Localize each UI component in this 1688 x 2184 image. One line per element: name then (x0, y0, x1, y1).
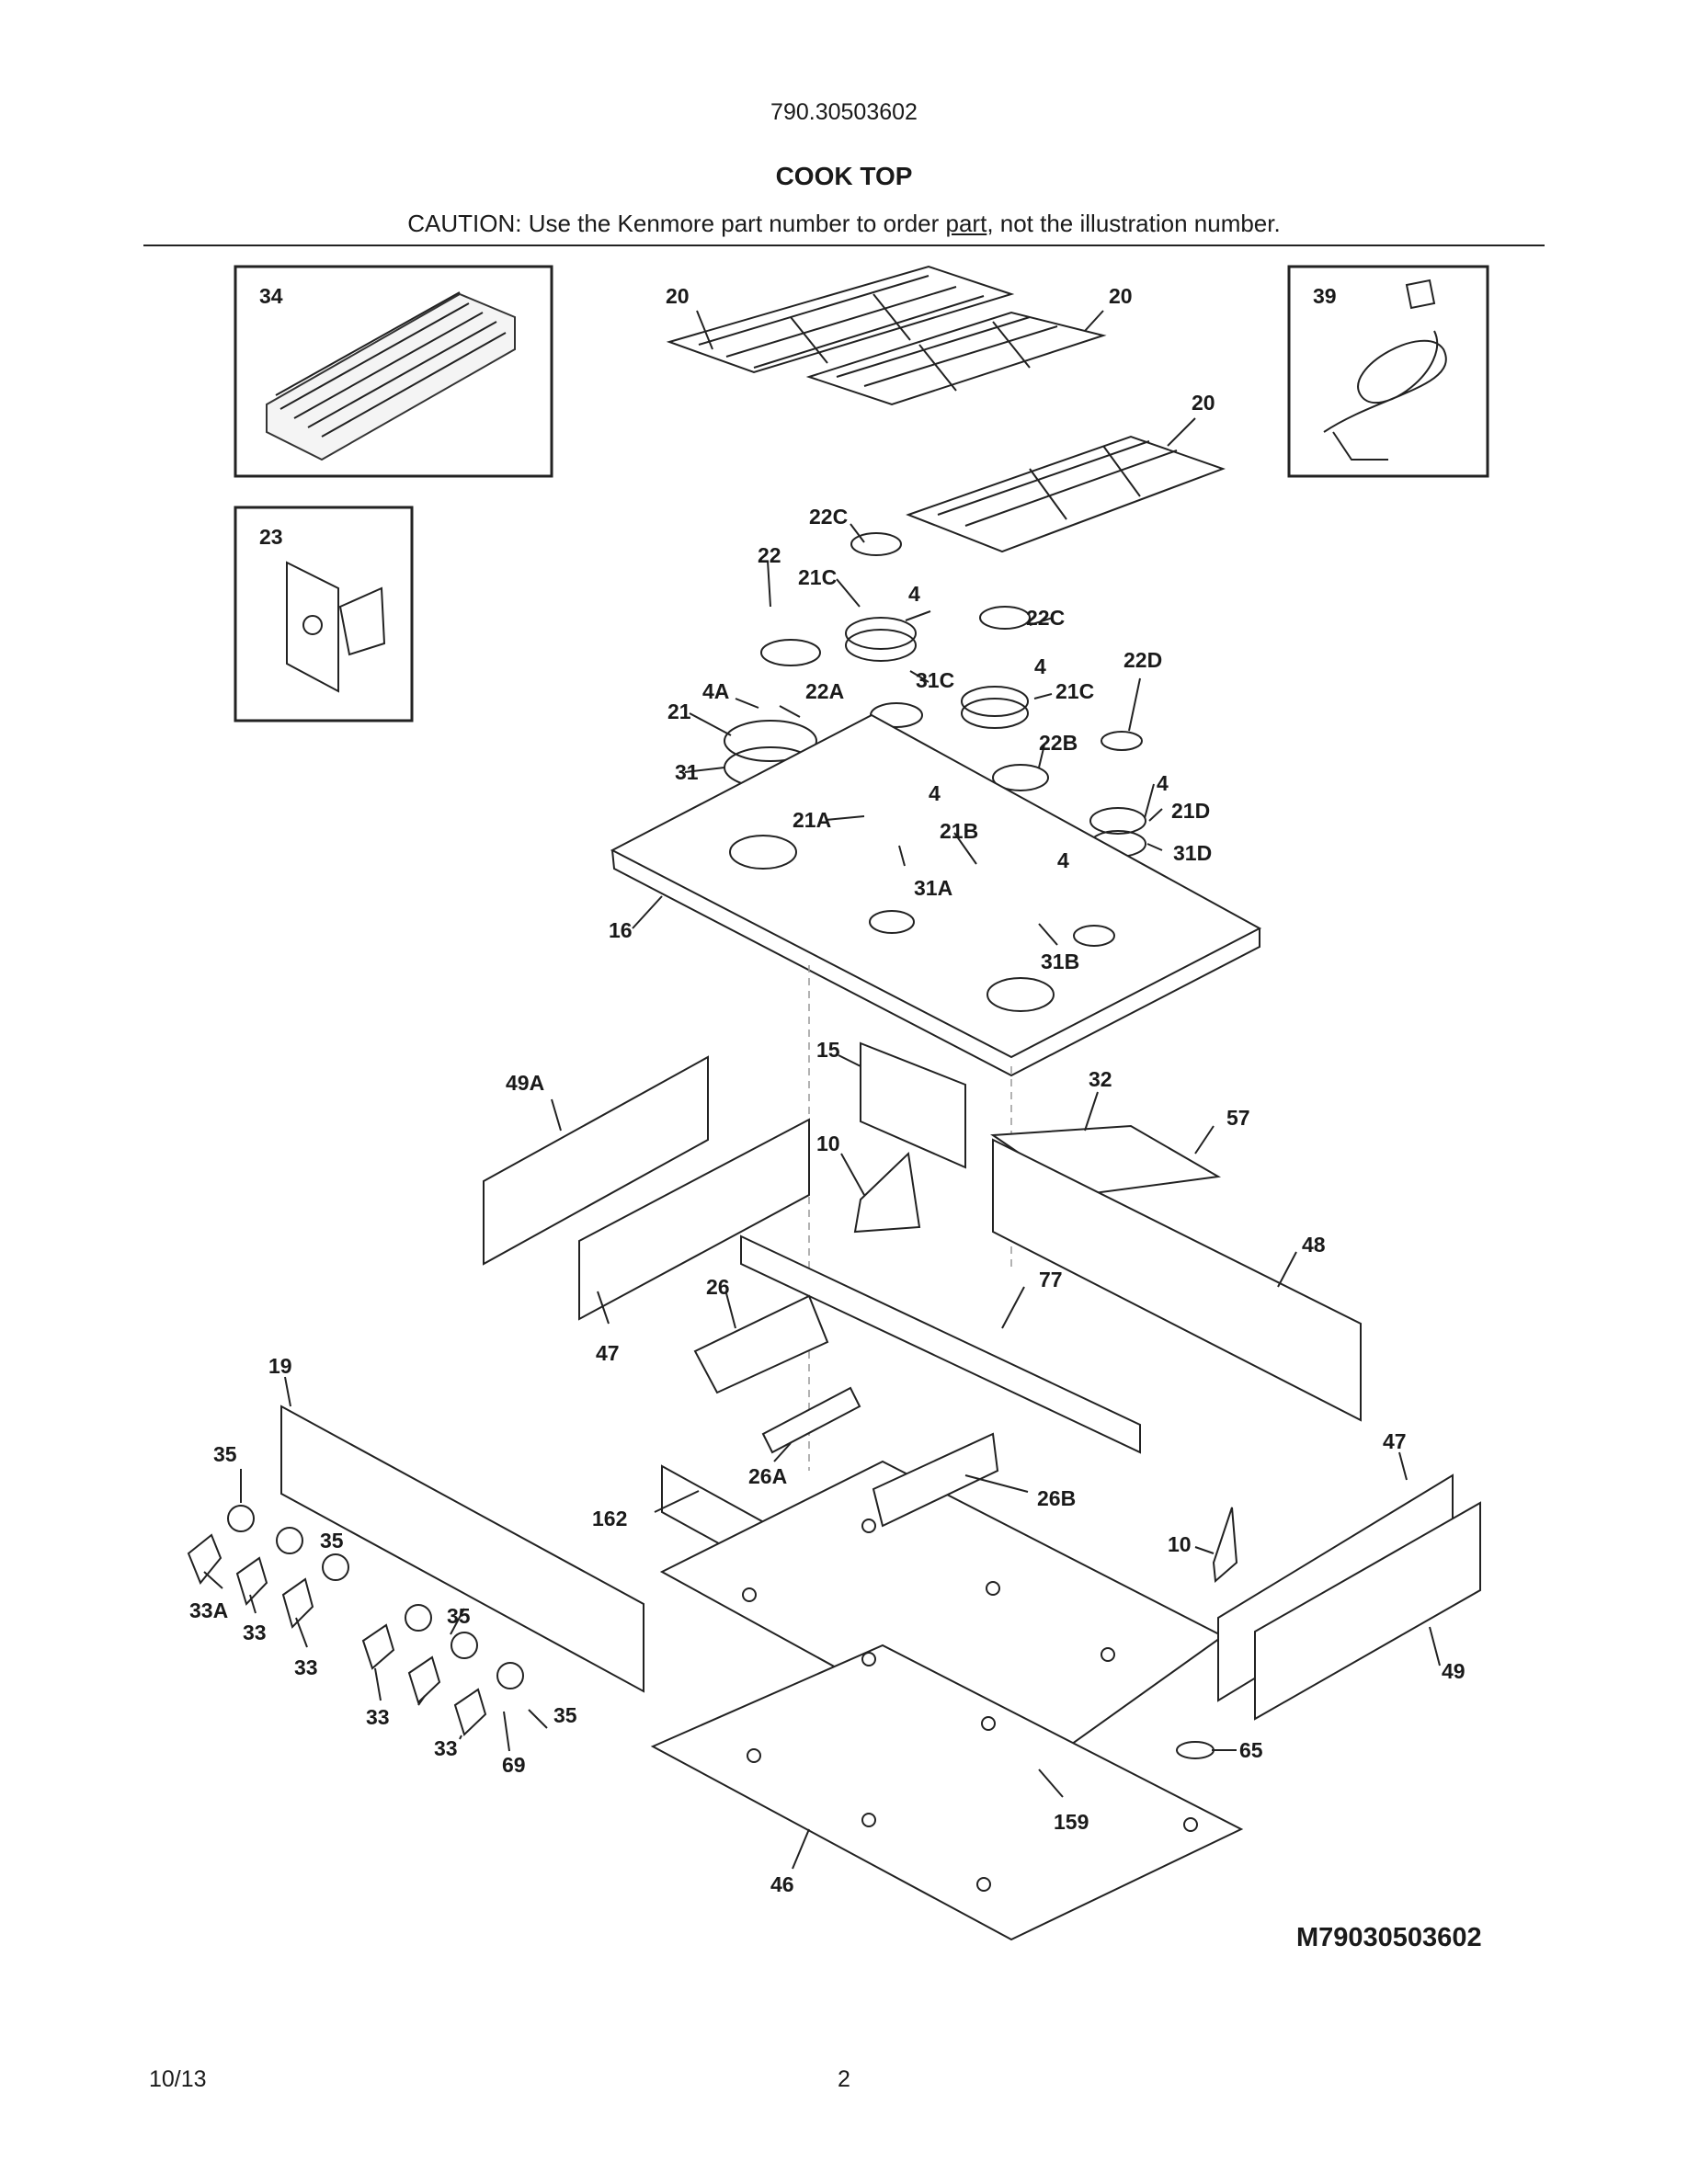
callout-162: 162 (592, 1507, 627, 1530)
callout-69: 69 (502, 1753, 526, 1777)
callout-31D: 31D (1173, 841, 1212, 865)
inset-power-cord (1287, 265, 1489, 478)
callout-34: 34 (259, 284, 283, 308)
callout-57: 57 (1226, 1106, 1250, 1130)
callout-77: 77 (1039, 1268, 1063, 1291)
control-knobs (187, 1505, 524, 1736)
callout-4: 4 (1157, 771, 1169, 795)
lower-parts (280, 1405, 1481, 1941)
callout-22: 22 (758, 543, 781, 567)
callout-35: 35 (213, 1442, 237, 1466)
inset-griddle (234, 265, 553, 478)
callout-4A: 4A (702, 679, 729, 703)
callout-26A: 26A (748, 1464, 787, 1488)
callout-31A: 31A (914, 876, 952, 900)
callout-35: 35 (320, 1529, 344, 1553)
callout-26: 26 (706, 1275, 730, 1299)
callout-4: 4 (908, 582, 920, 606)
callout-49: 49 (1442, 1659, 1466, 1683)
callout-26B: 26B (1037, 1486, 1076, 1510)
caution-underlined-word: part (945, 210, 987, 237)
callout-10: 10 (816, 1132, 840, 1155)
callout-23: 23 (259, 525, 283, 549)
header-divider (143, 245, 1545, 246)
caution-note: CAUTION: Use the Kenmore part number to … (0, 210, 1688, 238)
leader-lines (203, 310, 1441, 1870)
callout-35: 35 (553, 1703, 577, 1727)
callout-21D: 21D (1171, 799, 1210, 823)
callout-4: 4 (1034, 654, 1046, 678)
callout-47: 47 (596, 1341, 620, 1365)
callout-22D: 22D (1123, 648, 1162, 672)
callout-22B: 22B (1039, 731, 1078, 755)
callout-19: 19 (268, 1354, 292, 1378)
callout-21A: 21A (793, 808, 831, 832)
callout-20: 20 (1192, 391, 1215, 415)
grate-front (906, 435, 1226, 553)
caution-text-start: CAUTION: Use the Kenmore part number to … (407, 210, 946, 237)
callout-22C: 22C (809, 505, 848, 529)
cooktop-panel (610, 713, 1262, 1077)
callout-39: 39 (1313, 284, 1337, 308)
callout-21C: 21C (1055, 679, 1094, 703)
callout-20: 20 (1109, 284, 1133, 308)
callout-49A: 49A (506, 1071, 544, 1095)
frame-parts (483, 1041, 1362, 1454)
callout-21C: 21C (798, 565, 837, 589)
callout-33A: 33A (189, 1598, 228, 1622)
callout-33: 33 (294, 1655, 318, 1679)
callout-65: 65 (1239, 1738, 1263, 1762)
callout-4: 4 (1057, 848, 1069, 872)
callout-22C: 22C (1026, 606, 1065, 630)
callout-31: 31 (675, 760, 699, 784)
callout-22A: 22A (805, 679, 844, 703)
callout-15: 15 (816, 1038, 840, 1062)
callout-35: 35 (447, 1604, 471, 1628)
callout-31C: 31C (916, 668, 954, 692)
caution-text-end: , not the illustration number. (987, 210, 1281, 237)
callout-159: 159 (1054, 1810, 1089, 1834)
grate-left (666, 265, 1015, 374)
callout-21B: 21B (940, 819, 978, 843)
callout-labels: 34 23 39 20 20 20 22C 22 21C 4 22C 4 31C… (189, 284, 1466, 1896)
page-number: 2 (838, 2066, 850, 2092)
callout-48: 48 (1302, 1233, 1326, 1257)
callout-46: 46 (770, 1872, 794, 1896)
callout-47: 47 (1383, 1429, 1407, 1453)
grate-right-back (805, 311, 1107, 406)
model-number: 790.30503602 (770, 99, 918, 125)
callout-31B: 31B (1041, 950, 1079, 973)
callout-20: 20 (666, 284, 690, 308)
callout-33: 33 (243, 1621, 267, 1644)
callout-10: 10 (1168, 1532, 1192, 1556)
callout-32: 32 (1089, 1067, 1112, 1091)
callout-33: 33 (434, 1736, 458, 1760)
revision-date: 10/13 (149, 2066, 207, 2092)
page-title: COOK TOP (775, 162, 913, 190)
callout-4: 4 (929, 781, 941, 805)
callout-21: 21 (667, 700, 691, 723)
callout-33: 33 (366, 1705, 390, 1729)
drawing-code: M79030503602 (1296, 1923, 1482, 1952)
callout-16: 16 (609, 918, 633, 942)
inset-hinge (234, 506, 414, 722)
